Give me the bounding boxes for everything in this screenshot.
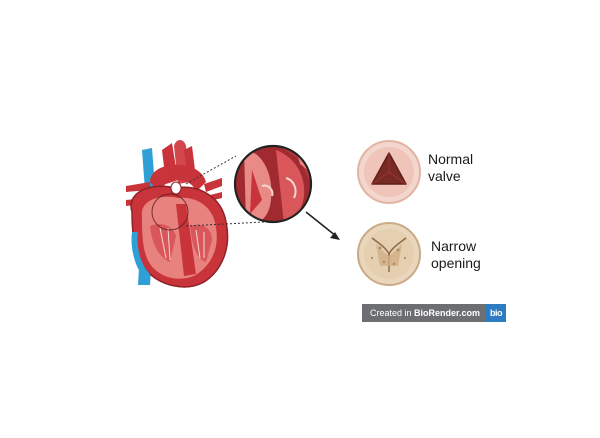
heart-anatomy-icon	[126, 140, 229, 288]
zoom-circle-icon	[233, 144, 313, 224]
normal-valve-icon	[357, 140, 421, 204]
normal-valve-label: Normal valve	[428, 151, 474, 184]
arrow-down-right-icon	[305, 211, 340, 240]
credit-brand: BioRender.com	[414, 308, 481, 318]
zoom-guide-lines	[185, 155, 265, 227]
biorender-logo-icon: bio	[486, 304, 507, 322]
stenotic-valve-icon	[357, 222, 421, 286]
biorender-credit-badge[interactable]: Created in BioRender.com bio	[362, 304, 507, 322]
credit-prefix: Created in	[370, 308, 415, 318]
credit-text: Created in BioRender.com	[362, 304, 487, 322]
narrow-opening-label: Narrow opening	[431, 238, 481, 271]
